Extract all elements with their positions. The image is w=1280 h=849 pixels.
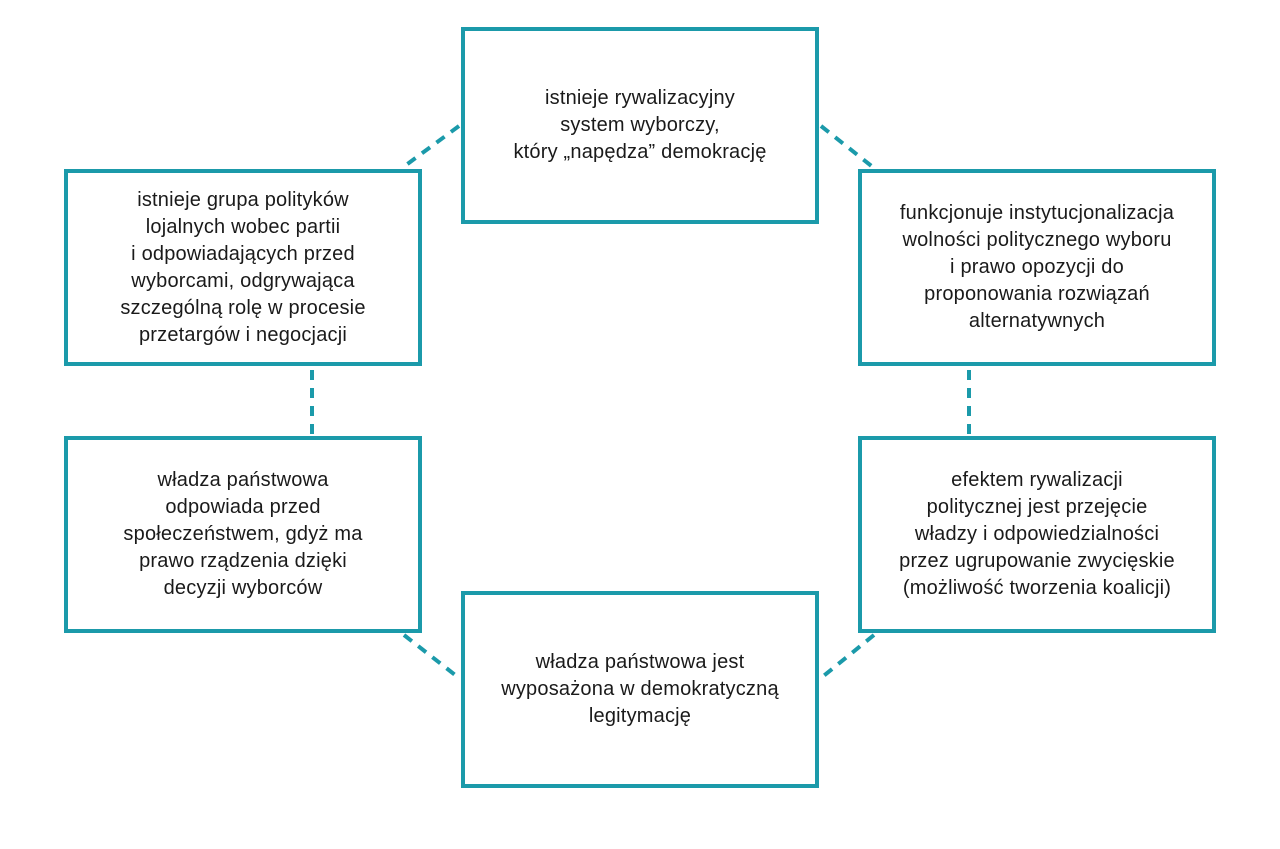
connector-top-right1 [819,124,876,170]
node-democratic-legitimacy: władza państwowa jest wyposażona w demok… [461,591,819,788]
node-institutionalized-freedom-of-choice: funkcjonuje instytucjonalizacja wolności… [858,169,1216,366]
node-text: istnieje rywalizacyjny system wyborczy, … [513,87,767,163]
connector-right2-bottom [819,633,876,680]
connector-left2-bottom [402,633,461,680]
node-loyal-politicians-group: istnieje grupa polityków lojalnych wobec… [64,169,422,366]
node-text: istnieje grupa polityków lojalnych wobec… [120,188,366,346]
node-text: władza państwowa jest wyposażona w demok… [501,651,779,727]
node-text: władza państwowa odpowiada przed społecz… [123,469,363,599]
node-winner-takes-power: efektem rywalizacji politycznej jest prz… [858,436,1216,633]
node-text: efektem rywalizacji politycznej jest prz… [899,469,1175,599]
node-competitive-electoral-system: istnieje rywalizacyjny system wyborczy, … [461,27,819,224]
node-text: funkcjonuje instytucjonalizacja wolności… [899,202,1175,332]
node-state-power-accountable: władza państwowa odpowiada przed społecz… [64,436,422,633]
connector-top-left1 [400,124,461,170]
